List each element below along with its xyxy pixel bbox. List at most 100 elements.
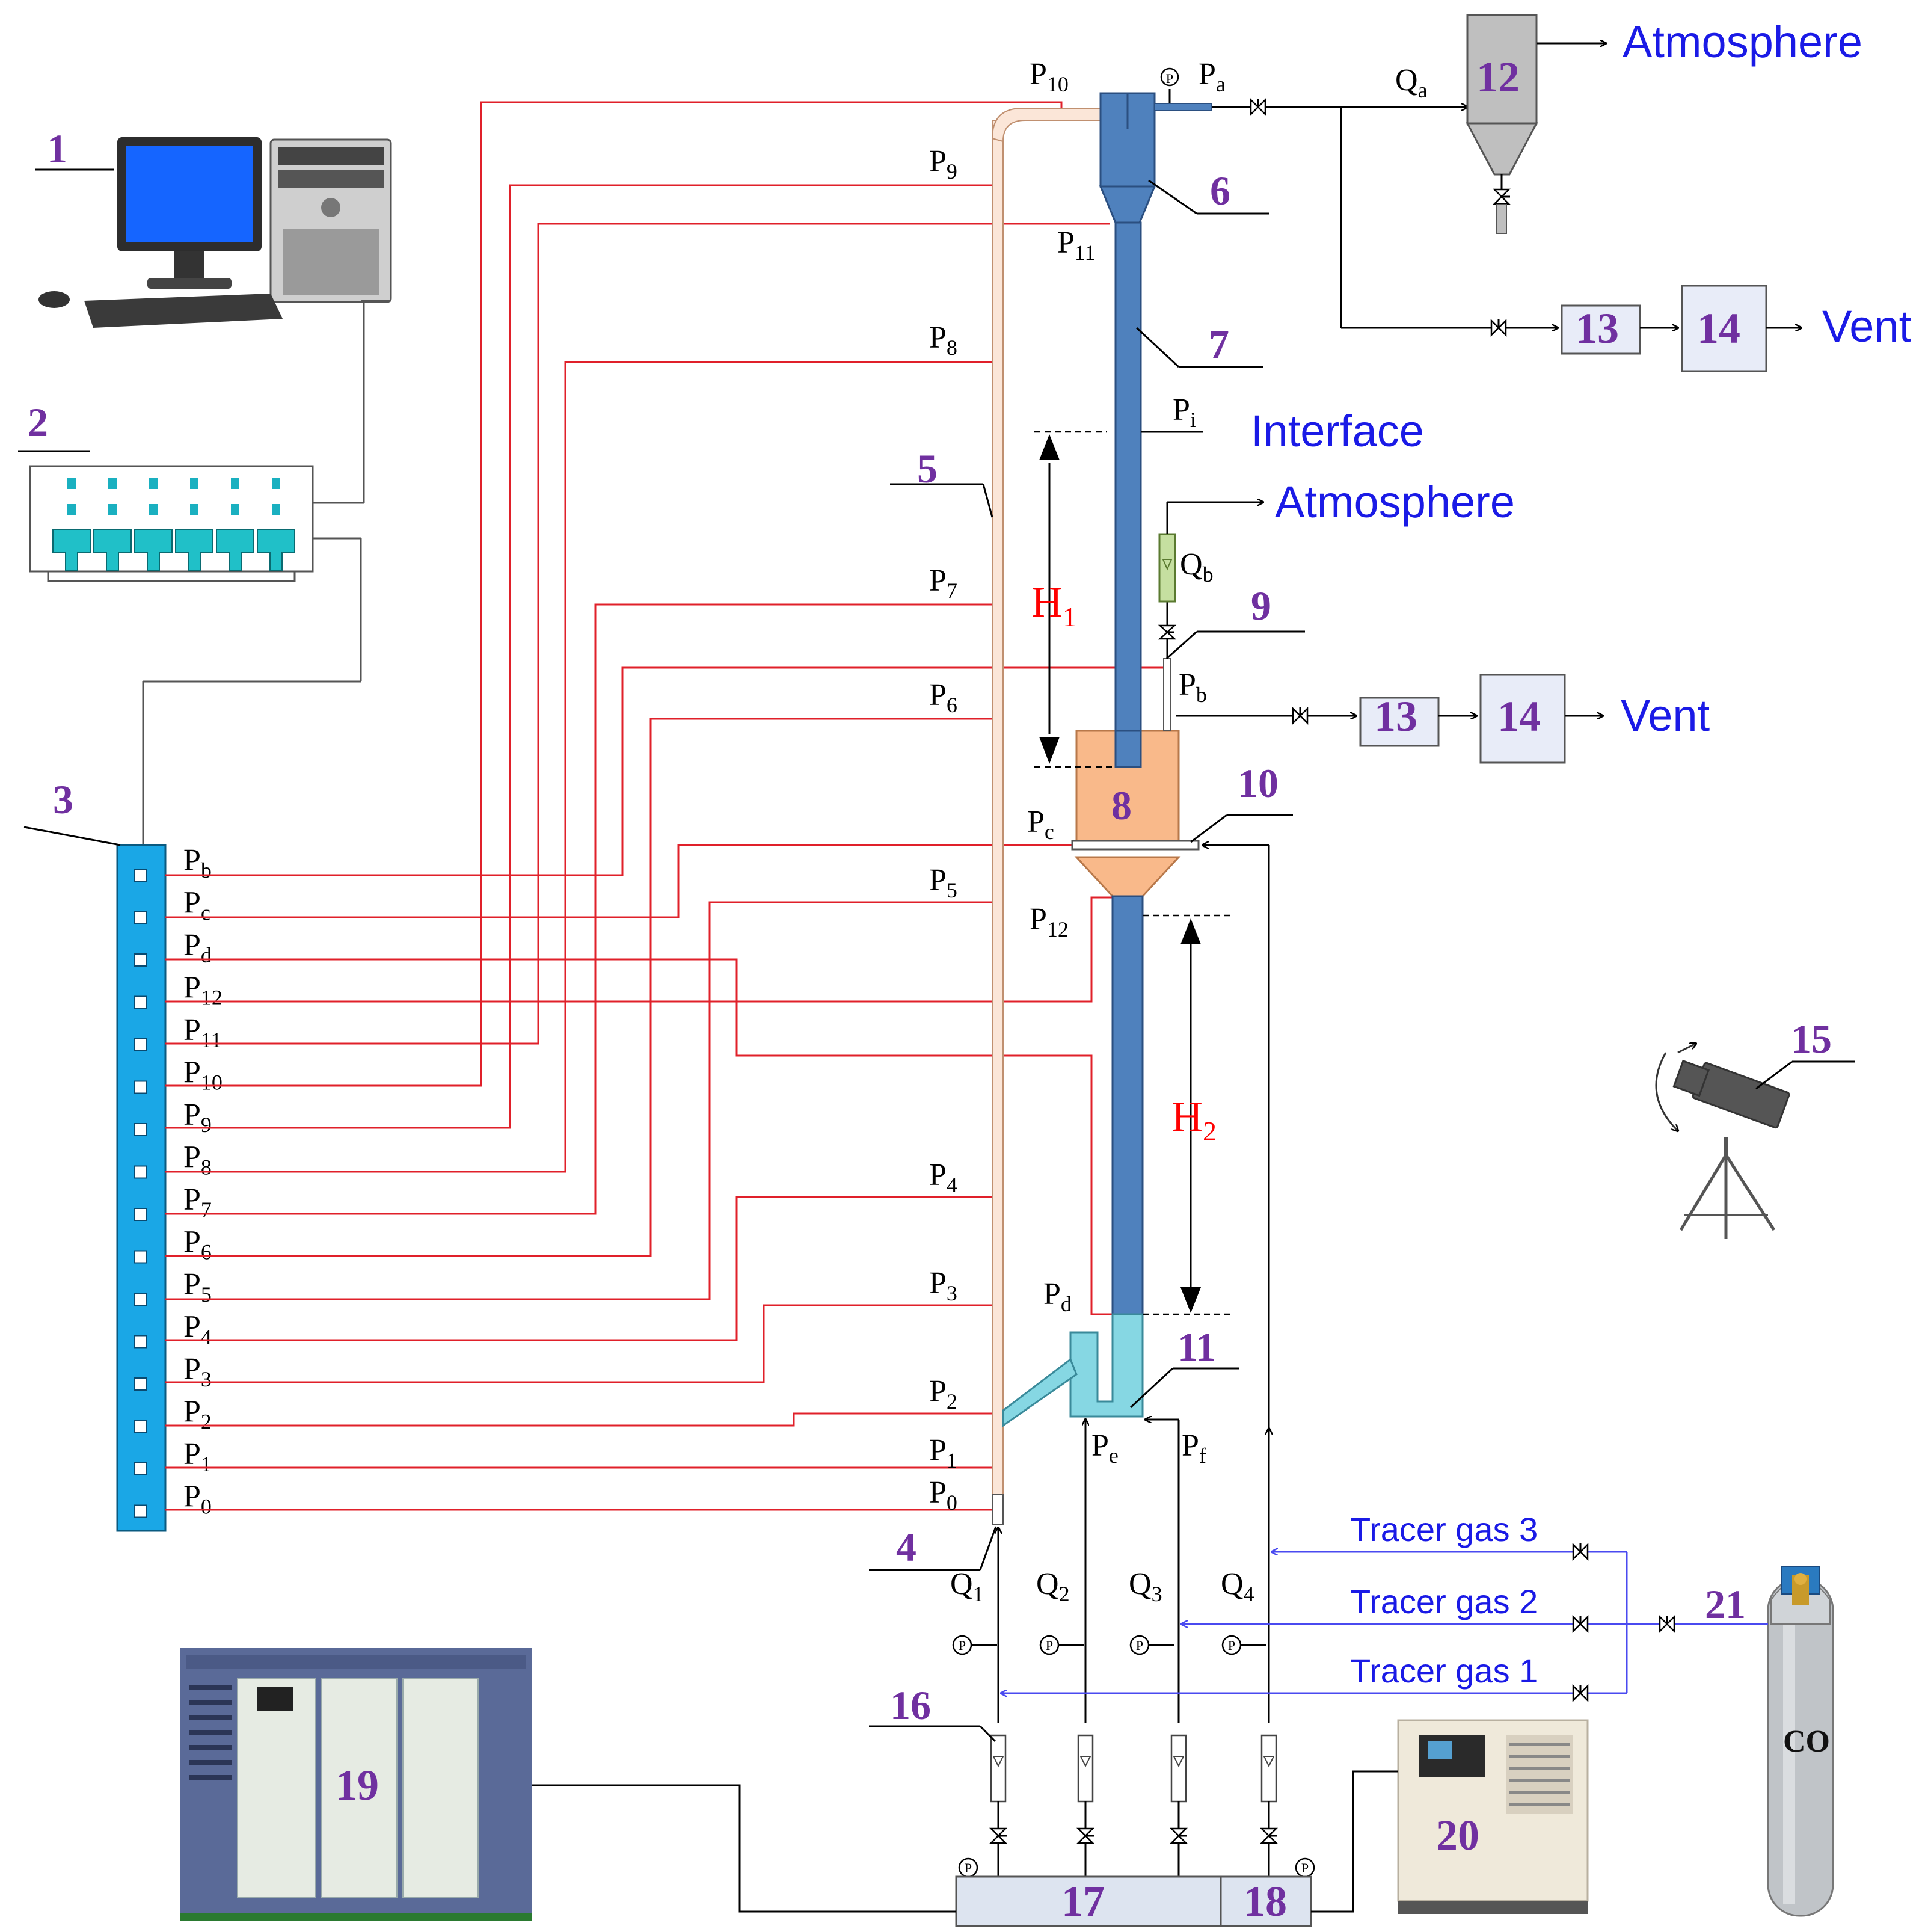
riser-column <box>991 108 1101 1525</box>
valve-pa[interactable] <box>1250 97 1266 117</box>
p11-label: P11 <box>1057 226 1096 265</box>
daq-led-top <box>67 478 76 489</box>
pe-label: Pe <box>1091 1429 1119 1468</box>
daq-connector <box>216 529 254 571</box>
bed-vent-tube <box>1163 658 1171 731</box>
tracer-valves[interactable] <box>1572 1542 1675 1703</box>
panel-port-label: Pb <box>183 843 212 882</box>
air-compressor-19 <box>180 1648 532 1921</box>
loop-seal <box>1002 1313 1144 1427</box>
q3-label: Q3 <box>1129 1567 1162 1606</box>
tap-labels: P0 P1 P2 P3 P4 P5 P6 P7 P8 P9 P10 P11 P1… <box>929 57 1226 1515</box>
signal-lines <box>165 101 1167 1511</box>
panel-port-label: P11 <box>183 1013 222 1052</box>
daq-led-top <box>149 478 158 489</box>
daq-led-bottom <box>67 504 76 515</box>
rotameter-icon <box>1260 1734 1277 1803</box>
panel-port <box>134 1123 147 1136</box>
tracer-gas-1-label: Tracer gas 1 <box>1350 1652 1538 1690</box>
pa-label: Pa <box>1199 57 1226 96</box>
daq-connector <box>175 529 213 571</box>
panel-port-label: P0 <box>183 1480 212 1519</box>
gas-feed-lines <box>998 845 1269 1723</box>
panel-port-label: P2 <box>183 1395 212 1434</box>
q1-label: Q1 <box>950 1567 984 1606</box>
leader-3 <box>23 826 121 846</box>
h1-label: H1 <box>1031 578 1076 632</box>
p6-label: P6 <box>929 678 957 717</box>
p7-label: P7 <box>929 564 957 603</box>
height-labels: H1 H2 <box>1031 578 1217 1146</box>
valve-13a[interactable] <box>1490 318 1507 337</box>
panel-port-label: P12 <box>183 971 223 1010</box>
p10-label: P10 <box>1030 57 1069 96</box>
tracer-labels: Tracer gas 3 Tracer gas 2 Tracer gas 1 C… <box>1350 1510 1830 1759</box>
p2-label: P2 <box>929 1374 957 1414</box>
valve-pb[interactable] <box>1292 706 1309 725</box>
valve-qb[interactable] <box>1158 624 1177 640</box>
svg-text:P: P <box>1166 71 1173 86</box>
label-15: 15 <box>1791 1016 1832 1062</box>
panel-port <box>134 1377 147 1391</box>
daq-led-bottom <box>149 504 158 515</box>
panel-port-label: P8 <box>183 1140 212 1180</box>
gauge-glyph: P <box>1301 1860 1309 1875</box>
daq-led-bottom <box>190 504 198 515</box>
leader-5 <box>982 484 993 518</box>
rotameters <box>989 1734 1279 1877</box>
daq-led-bottom <box>108 504 117 515</box>
label-9: 9 <box>1251 583 1271 629</box>
qb-label: Qb <box>1180 547 1214 586</box>
panel-port <box>134 1165 147 1179</box>
flow-labels: Qa Qb Q1 Q2 Q3 Q4 <box>950 63 1428 1606</box>
label-13a: 13 <box>1576 304 1619 352</box>
label-8: 8 <box>1111 783 1132 828</box>
label-11: 11 <box>1177 1324 1216 1370</box>
panel-port-label: P10 <box>183 1056 223 1095</box>
p1-label: P1 <box>929 1433 957 1472</box>
fuel-reactor <box>1074 730 1181 897</box>
gauge-glyph: P <box>959 1638 966 1653</box>
gas-manifold-17 <box>955 1875 1222 1927</box>
leader-4 <box>979 1526 997 1571</box>
panel-port <box>134 1293 147 1306</box>
air-compressor-20 <box>1397 1719 1589 1914</box>
q4-label: Q4 <box>1221 1567 1254 1606</box>
daq-connector <box>52 529 91 571</box>
gas-meter-14a <box>1681 285 1767 372</box>
label-4: 4 <box>896 1524 916 1570</box>
vent-mid-label: Vent <box>1621 691 1710 740</box>
standpipe <box>1114 221 1142 735</box>
panel-port-label: P6 <box>183 1225 212 1264</box>
panel-port-label: Pd <box>183 928 212 967</box>
daq-led-bottom <box>272 504 280 515</box>
panel-port-label: P3 <box>183 1352 212 1391</box>
cylinder-label: CO <box>1783 1724 1830 1759</box>
pc-label: Pc <box>1027 805 1054 844</box>
h2-label: H2 <box>1171 1092 1217 1146</box>
label-2: 2 <box>28 399 48 445</box>
component-labels: 1 2 3 4 5 6 7 8 9 10 11 12 13 14 13 14 1… <box>28 53 1832 1925</box>
label-7: 7 <box>1209 321 1229 367</box>
label-12: 12 <box>1476 53 1520 101</box>
gauge-glyph: P <box>1228 1638 1235 1653</box>
p3-label: P3 <box>929 1266 957 1305</box>
pd-label: Pd <box>1043 1277 1072 1316</box>
panel-port <box>134 1462 147 1475</box>
panel-port <box>134 911 147 924</box>
panel-port-label: P4 <box>183 1310 212 1349</box>
lower-riser <box>1111 895 1144 1315</box>
link-20-18 <box>1311 1770 1398 1913</box>
panel-port-label: P9 <box>183 1098 212 1137</box>
tracer-gas-2-label: Tracer gas 2 <box>1350 1583 1538 1620</box>
label-14a: 14 <box>1697 304 1740 352</box>
daq-led-top <box>272 478 280 489</box>
label-10: 10 <box>1238 760 1279 806</box>
p4-label: P4 <box>929 1158 957 1197</box>
outlet-labels: Atmosphere Vent Interface Atmosphere Ven… <box>1251 17 1912 740</box>
distributor-plate <box>1071 840 1200 851</box>
panel-port <box>134 1335 147 1349</box>
panel-port <box>134 869 147 882</box>
